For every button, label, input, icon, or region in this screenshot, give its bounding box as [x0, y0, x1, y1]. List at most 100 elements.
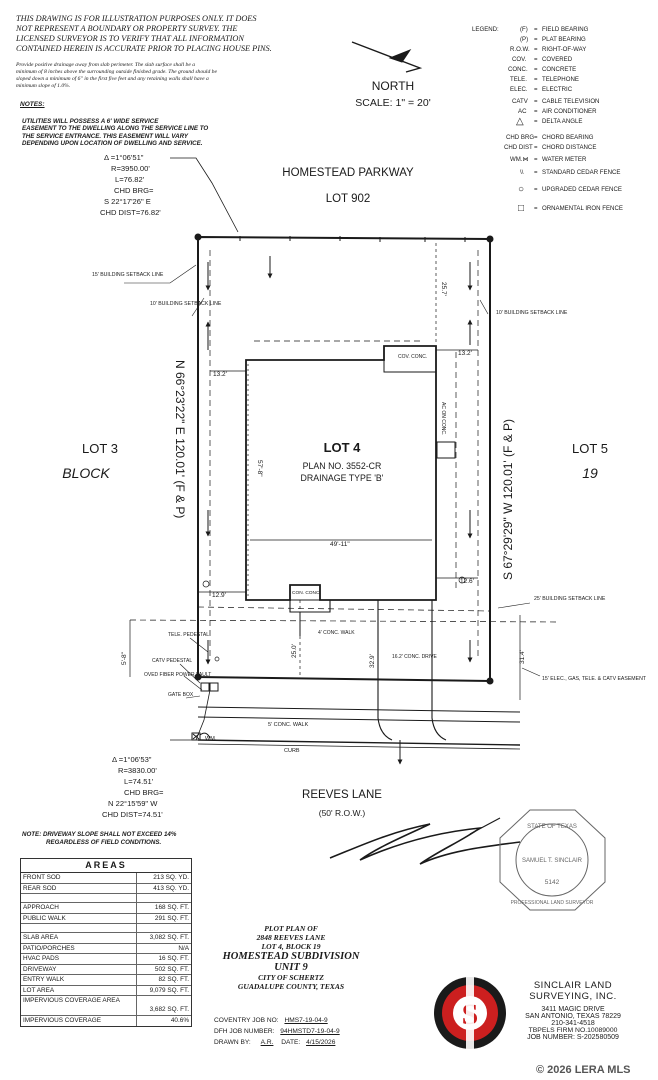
- curve-top-radius: R=3950.00': [111, 164, 150, 173]
- legend-desc: CABLE TELEVISION: [542, 98, 600, 105]
- row-value: 16 SQ. FT.: [158, 955, 189, 962]
- surveyor-signature: [329, 823, 521, 865]
- legend-desc: STANDARD CEDAR FENCE: [542, 169, 621, 176]
- front-porch: [289, 584, 321, 601]
- table-row: DRIVEWAY 502 SQ. FT.: [21, 964, 191, 975]
- ac-pad: [436, 441, 456, 459]
- equals-symbol: =: [534, 66, 538, 73]
- dim-left-low: 12.9': [212, 592, 226, 599]
- legend-code: ELEC.: [510, 86, 528, 93]
- firm-job: JOB NUMBER: S-202580509: [498, 1034, 648, 1041]
- firm-address: 3411 MAGIC DRIVE: [541, 1006, 605, 1013]
- lot-5-label: LOT 5: [572, 441, 608, 456]
- lot-3-label: LOT 3: [82, 441, 118, 456]
- legend-row: WM.⋈=WATER METER: [472, 156, 652, 166]
- row-label: DRIVEWAY: [21, 964, 137, 974]
- legend-desc: CHORD DISTANCE: [542, 144, 597, 151]
- curve-top-chd-dist: CHD DIST=76.82': [100, 208, 161, 217]
- equals-symbol: =: [534, 186, 538, 193]
- north-arrow-icon: [351, 41, 423, 73]
- plan-number: PLAN NO. 3552-CR: [303, 461, 382, 471]
- legend-code: CATV: [512, 98, 528, 105]
- row-label: IMPERVIOUS COVERAGE AREA: [21, 996, 137, 1015]
- plot-plan-line: HOMESTEAD SUBDIVISION: [222, 951, 360, 962]
- conc-drive-label: 16.2' CONC. DRIVE: [392, 654, 438, 660]
- job-row: DFH JOB NUMBER: 94HMSTD7-19-04-9: [214, 1028, 340, 1039]
- legend-row: COV.=COVERED: [472, 56, 652, 66]
- setback-lines: [129, 250, 561, 660]
- drainage-line: sloped down a minimum of 6" in the first…: [16, 76, 209, 82]
- sidewalk-line: [197, 706, 521, 713]
- dim-drive-depth: 32.9': [369, 654, 376, 668]
- legend-row: CHD BRG=CHORD BEARING: [472, 134, 652, 144]
- curve-bottom-chd-dist: CHD DIST=74.51': [102, 810, 163, 819]
- catv-pedestal-icon: [200, 682, 210, 692]
- row-value: 502 SQ. FT.: [154, 965, 189, 973]
- setback-15-label: 15' BUILDING SETBACK LINE: [92, 272, 164, 278]
- street-curve: [199, 732, 211, 739]
- legend-row: ○ = UPGRADED CEDAR FENCE: [472, 184, 652, 196]
- legend-row: ELEC.=ELECTRIC: [472, 86, 652, 96]
- conc-walk-4-label: 4' CONC. WALK: [318, 630, 355, 636]
- dim-walk-left: 5'-8": [121, 651, 128, 665]
- lot-4-title: LOT 4: [324, 440, 362, 455]
- row-value: 3,682 SQ. FT.: [149, 1006, 189, 1013]
- dimension-lines: [129, 243, 521, 700]
- driveway-outline: [289, 600, 447, 741]
- coventry-label: COVENTRY JOB NO:: [214, 1017, 279, 1024]
- fence-ticks: [239, 236, 466, 242]
- row-label: IMPERVIOUS COVERAGE: [21, 1016, 137, 1026]
- legend-desc: UPGRADED CEDAR FENCE: [542, 186, 622, 193]
- coventry-job: HMS7-19-04-9: [284, 1017, 328, 1024]
- curve-top-chd-brg: S 22°17'26" E: [104, 197, 151, 206]
- legend-row: \\=STANDARD CEDAR FENCE: [472, 169, 652, 179]
- callout-leader: [479, 299, 489, 315]
- equals-symbol: =: [534, 156, 538, 163]
- curb-label: CURB: [284, 748, 300, 754]
- north-arrow-head: [388, 48, 412, 63]
- row-label: FRONT SOD: [21, 873, 137, 883]
- equals-symbol: =: [534, 118, 538, 125]
- dim-house-depth: 57'-8": [256, 460, 263, 477]
- upgraded-fence-icon: ○: [518, 184, 525, 195]
- legend-title: LEGEND:: [472, 26, 499, 33]
- corner-pin: [194, 673, 202, 681]
- curve-leader-bottom: [170, 689, 211, 741]
- plot-plan-line: 2848 REEVES LANE: [256, 933, 326, 942]
- disclaimer-note: THIS DRAWING IS FOR ILLUSTRATION PURPOSE…: [16, 14, 316, 54]
- legend-desc: TELEPHONE: [542, 76, 579, 83]
- covered-porch: [383, 345, 437, 373]
- setback-25-label: 25' BUILDING SETBACK LINE: [534, 596, 606, 602]
- water-meter-icon: WM.⋈: [510, 156, 529, 163]
- callout-leader: [185, 695, 201, 699]
- legend-desc: COVERED: [542, 56, 573, 63]
- catv-pedestal-label: CATV PEDESTAL: [152, 658, 192, 664]
- callout-leader: [521, 667, 541, 677]
- job-number-label: JOB NUMBER:: [527, 1034, 575, 1041]
- curve-leader-top: [170, 157, 239, 233]
- firm-address: SAN ANTONIO, TEXAS 78229: [525, 1013, 621, 1020]
- row-label: SLAB AREA: [21, 933, 137, 943]
- curve-bottom-delta: Δ =1°06'53": [112, 755, 152, 764]
- plot-plan-line: UNIT 9: [274, 962, 308, 973]
- legend-code: COV.: [512, 56, 527, 63]
- curve-top-chd-brg-label: CHD BRG=: [114, 186, 154, 195]
- row-label: LOT AREA: [21, 985, 137, 995]
- row-label: PUBLIC WALK: [21, 913, 137, 923]
- conc-walk-5-label: 5' CONC. WALK: [268, 722, 309, 728]
- row-value: 168 SQ. FT.: [154, 904, 189, 911]
- legend-row: (F)=FIELD BEARING: [472, 26, 652, 36]
- street-bottom-row: (50' R.O.W.): [319, 808, 366, 818]
- disclaimer-line: THIS DRAWING IS FOR ILLUSTRATION PURPOSE…: [16, 14, 257, 23]
- equals-symbol: =: [534, 108, 538, 115]
- dim-front: 25.0': [291, 644, 298, 658]
- legend-code: (P): [520, 36, 529, 43]
- job-row: DRAWN BY: A.R. DATE: 4/15/2026: [214, 1039, 340, 1050]
- cov-conc-label: COV. CONC.: [398, 354, 427, 360]
- legend-code: (F): [520, 26, 528, 33]
- callout-leader: [179, 663, 201, 684]
